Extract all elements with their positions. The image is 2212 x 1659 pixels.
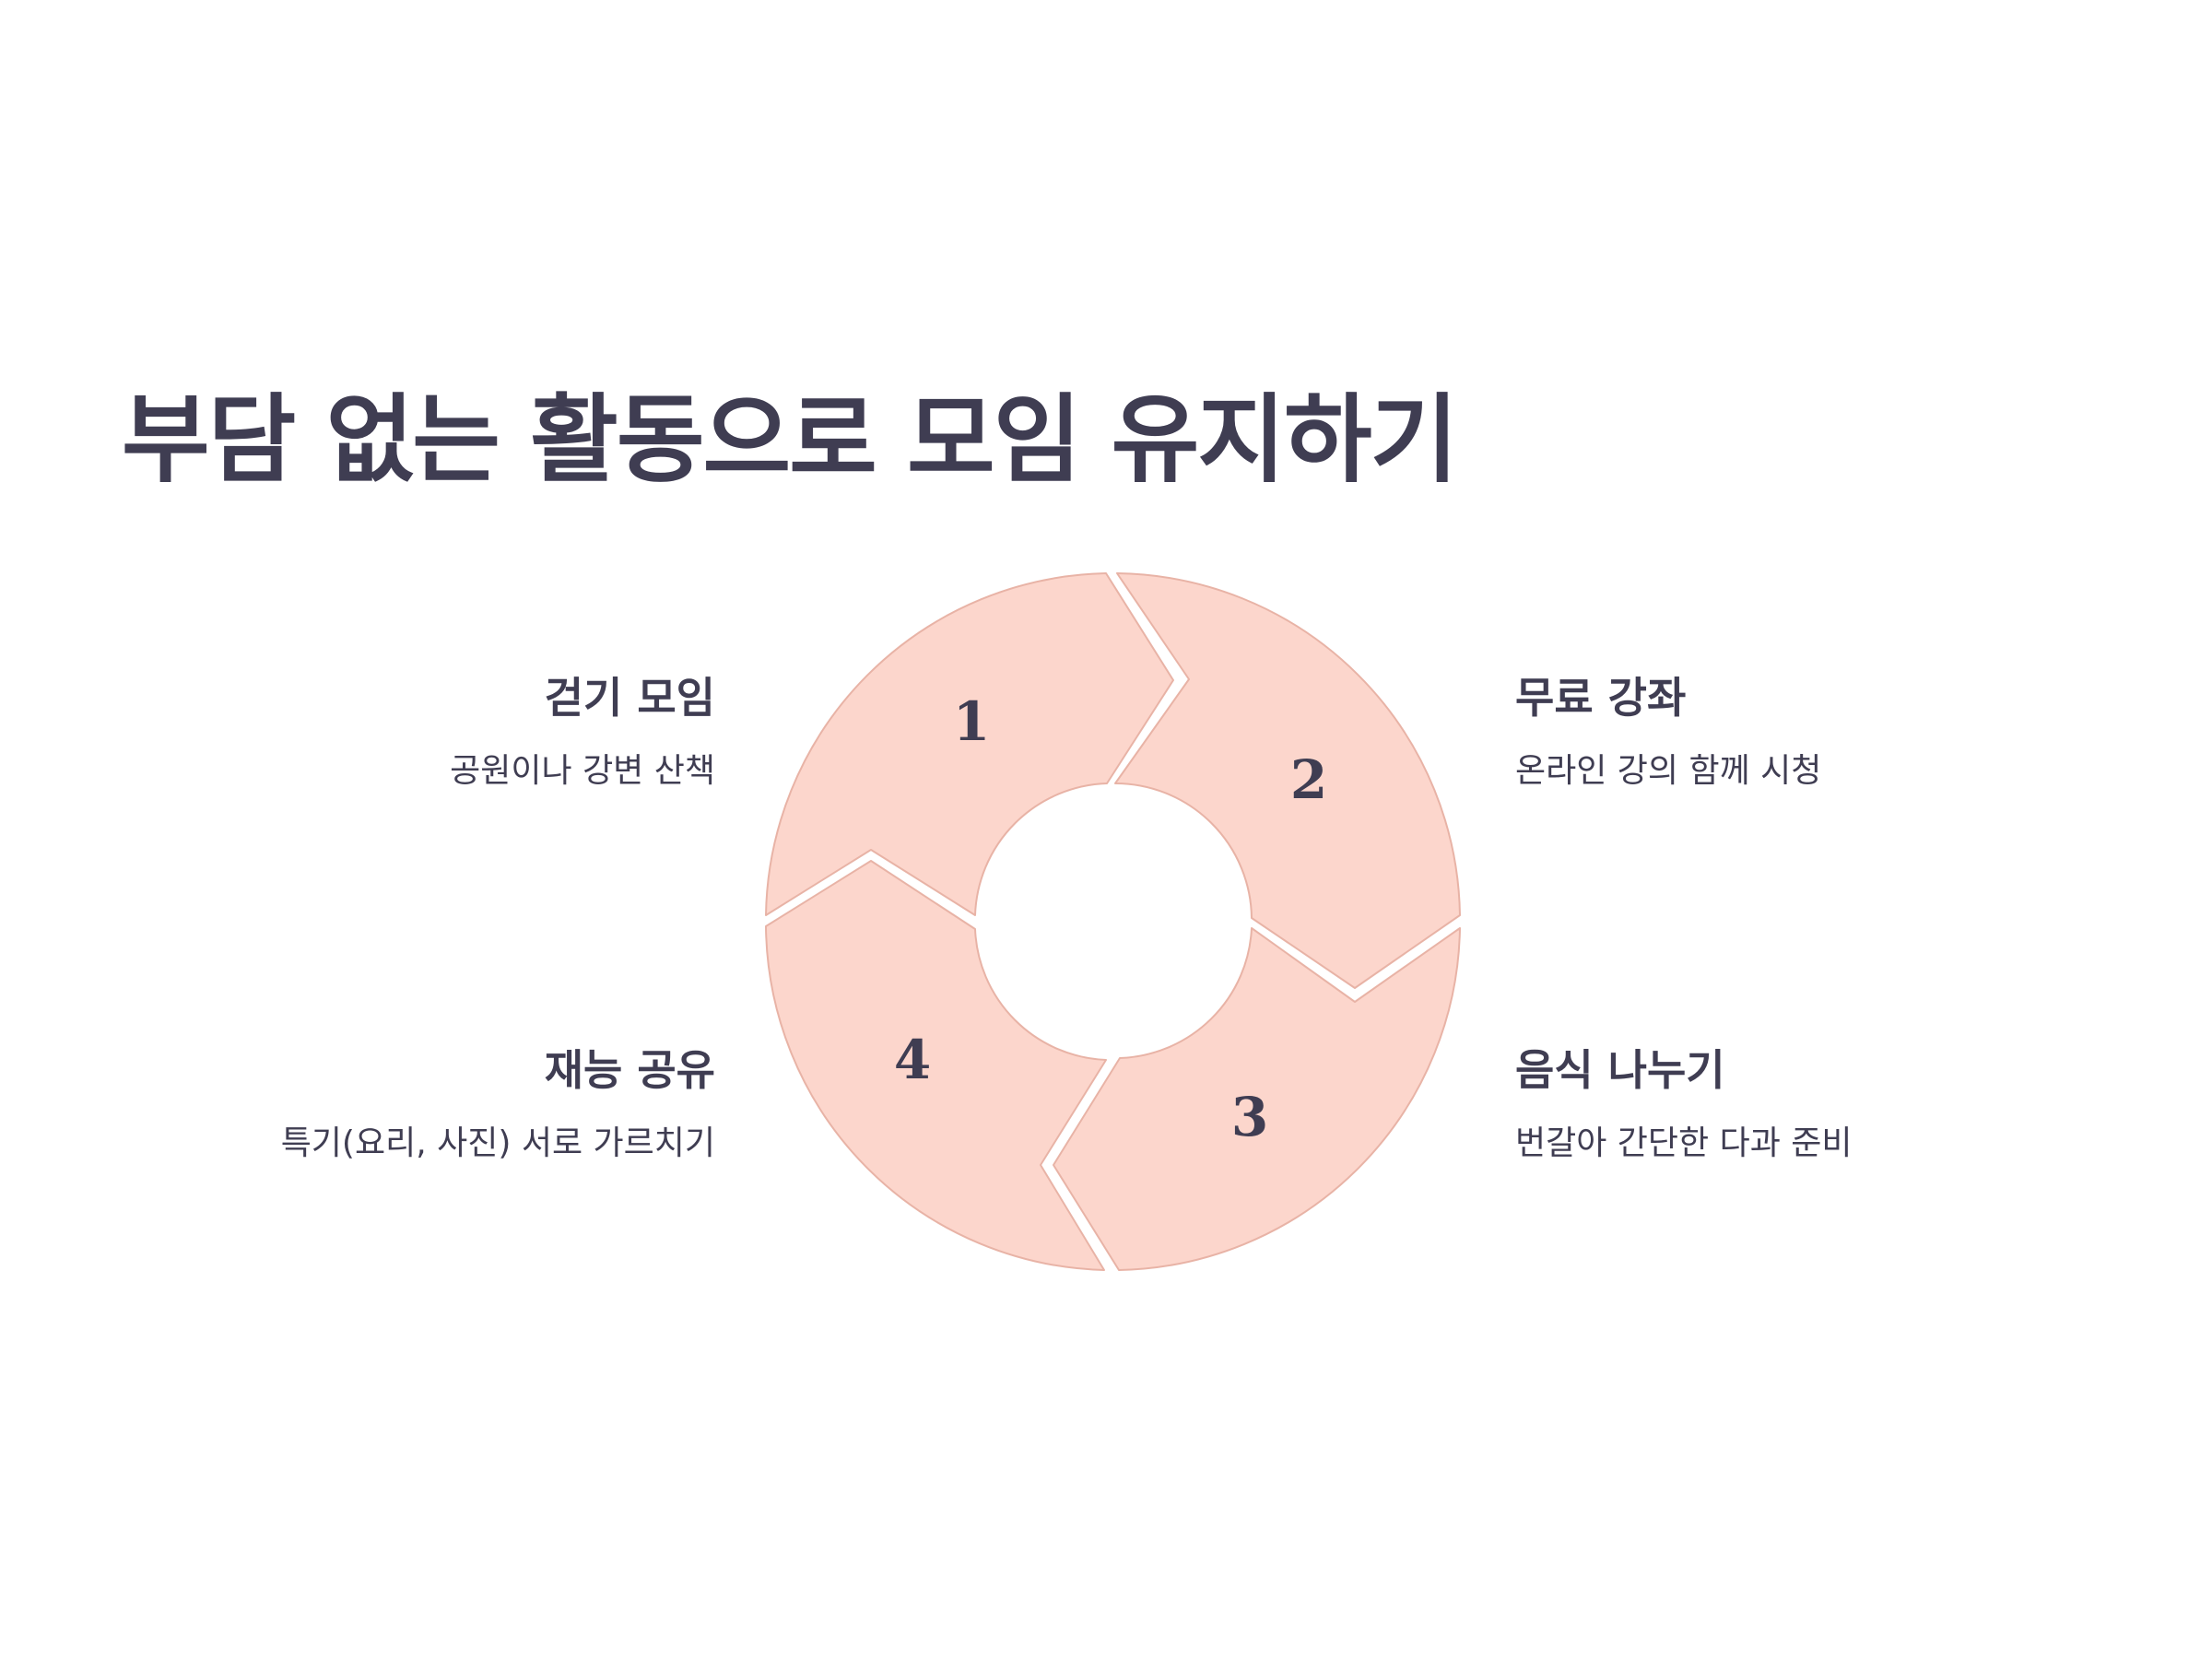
step-3-description: 번갈아 간단한 다과 준비: [1515, 1124, 1853, 1162]
segment-number-4: 4: [894, 1029, 931, 1091]
step-2-description: 온라인 강의 함께 시청: [1515, 751, 1822, 790]
step-4-title: 재능 공유: [544, 1045, 715, 1095]
segment-number-3: 3: [1231, 1086, 1268, 1148]
step-1-description: 공원이나 강변 산책: [450, 751, 715, 790]
step-2-title: 무료 강좌: [1515, 673, 1687, 723]
step-4-label: 재능 공유 특기(요리, 사진) 서로 가르치기: [236, 1043, 715, 1166]
step-3-label: 음식 나누기 번갈아 간단한 다과 준비: [1515, 1043, 1994, 1166]
step-2-label: 무료 강좌 온라인 강의 함께 시청: [1515, 671, 1994, 794]
segment-number-2: 2: [1290, 748, 1327, 811]
step-1-title: 걷기 모임: [544, 673, 715, 723]
page-title: 부담 없는 활동으로 모임 유지하기: [122, 383, 1458, 496]
cycle-segment-2: [1114, 572, 1461, 989]
cycle-segment-4: [765, 860, 1107, 1271]
step-3-title: 음식 나누기: [1515, 1045, 1725, 1095]
cycle-segment-3: [1053, 927, 1461, 1271]
step-4-description: 특기(요리, 사진) 서로 가르치기: [280, 1124, 715, 1162]
segment-number-1: 1: [953, 690, 990, 753]
step-1-label: 걷기 모임 공원이나 강변 산책: [236, 671, 715, 794]
cycle-segment-1: [765, 572, 1174, 916]
